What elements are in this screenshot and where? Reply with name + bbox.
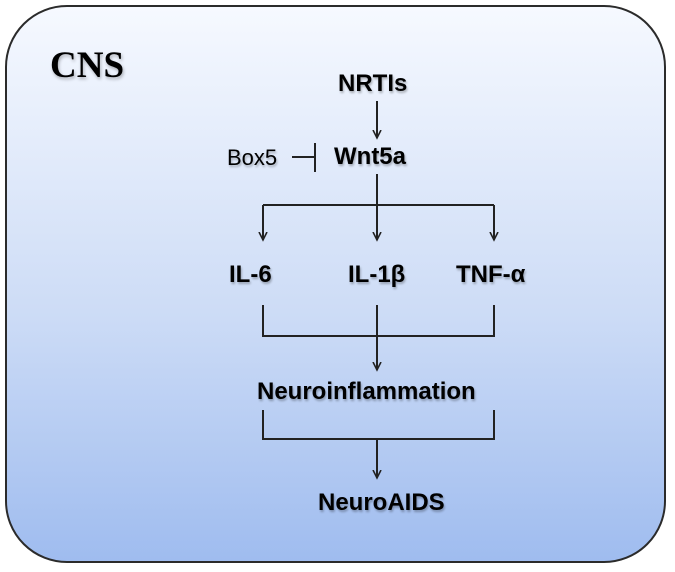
node-wnt5a: Wnt5a bbox=[334, 143, 406, 170]
node-il1b: IL-1β bbox=[348, 261, 406, 288]
cytokine-bracket bbox=[262, 305, 495, 337]
node-tnfa: TNF-α bbox=[456, 261, 526, 288]
node-neuroaids: NeuroAIDS bbox=[318, 489, 445, 516]
cns-panel bbox=[5, 5, 666, 563]
cns-label: CNS bbox=[50, 45, 125, 86]
node-box5: Box5 bbox=[227, 145, 278, 170]
node-nrtis: NRTIs bbox=[338, 70, 408, 97]
neuroinflammation-bracket bbox=[262, 410, 495, 440]
node-neuroinflammation: Neuroinflammation bbox=[257, 378, 476, 405]
node-il6: IL-6 bbox=[229, 261, 272, 288]
